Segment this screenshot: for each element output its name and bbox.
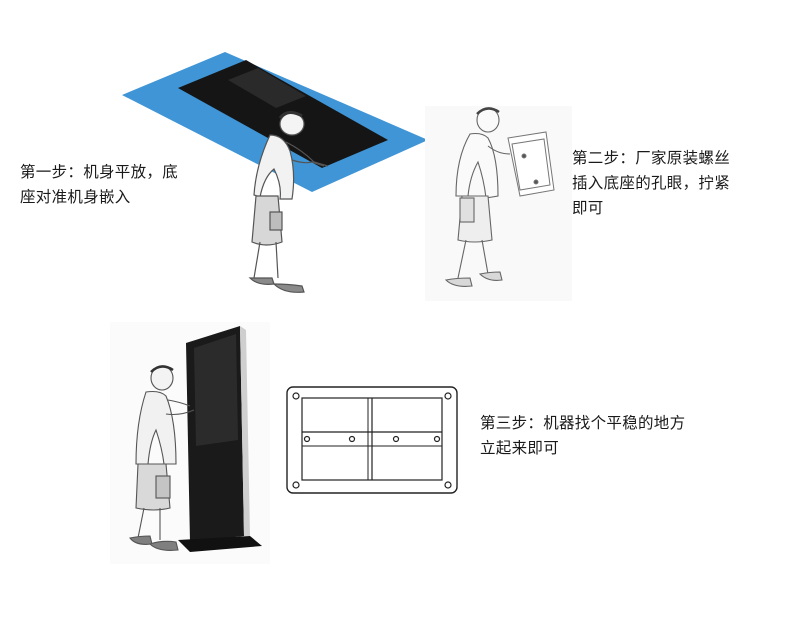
person-step3 [129,365,195,551]
standing-kiosk [178,326,262,552]
person-step1 [248,111,329,293]
base-plate-corner-holes [292,392,452,489]
step1-caption: 第一步：机身平放，底 座对准机身嵌入 [20,163,179,206]
kiosk-side-edge [240,326,250,536]
base-sketch [507,131,555,197]
base-plate-screw-holes [303,435,441,443]
person-step2 [444,107,511,287]
step2-caption: 第二步：厂家原装螺丝 插入底座的孔眼，拧紧 即可 [572,149,731,217]
kiosk-screen [194,334,238,446]
step2-sketch-panel [425,106,572,301]
step3-caption: 第三步：机器找个平稳的地方 立起来即可 [480,414,686,457]
kiosk-base [178,536,262,552]
flat-machine-screen-glint [228,68,306,108]
